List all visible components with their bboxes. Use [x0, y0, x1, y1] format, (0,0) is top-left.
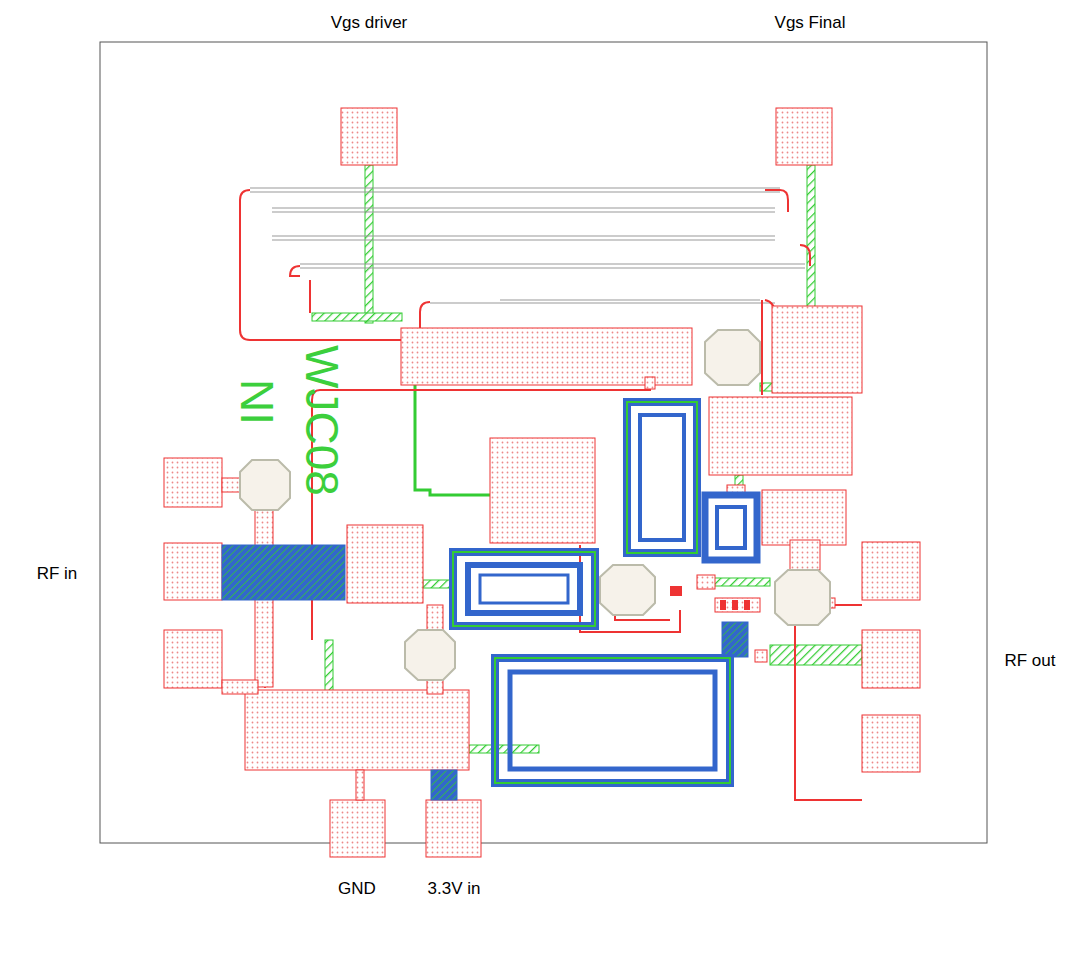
transistors [670, 586, 750, 610]
pin-label: 3.3V in [428, 880, 481, 897]
resistor-lines [250, 188, 805, 303]
blue-bars [222, 545, 748, 800]
pin-label: RF in [37, 565, 78, 582]
green-lines [312, 165, 862, 753]
pin-label: Vgs driver [331, 14, 408, 31]
chip-marking: NI [234, 379, 280, 425]
pin-label: RF out [1004, 652, 1055, 669]
pin-label: GND [338, 880, 376, 897]
via-octagons [240, 330, 830, 680]
red-wires [222, 190, 862, 800]
spiral-inductors [453, 402, 757, 783]
chip-marking: WJC08 [299, 345, 345, 496]
pin-label: Vgs Final [775, 14, 846, 31]
pads [164, 108, 920, 857]
